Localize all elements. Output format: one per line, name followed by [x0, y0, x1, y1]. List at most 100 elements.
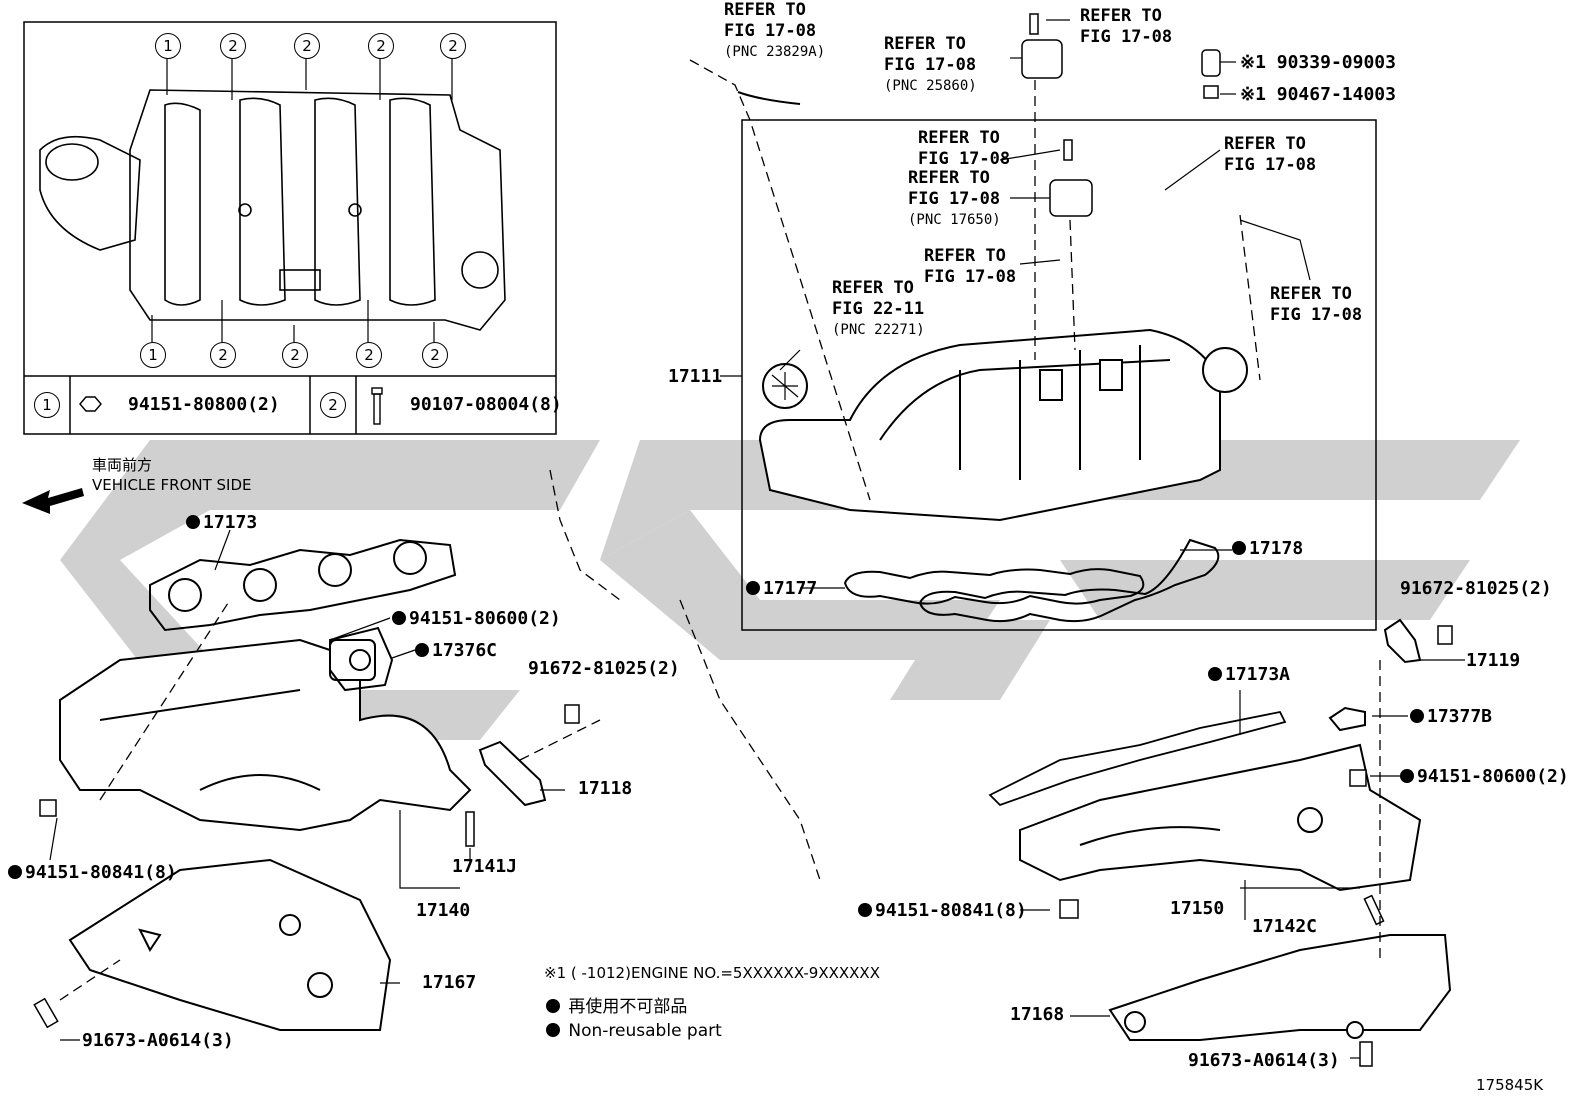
- legend-circle-1: 1: [34, 392, 60, 418]
- inset-intake-manifold: [39, 89, 506, 331]
- stud-17142C: [1363, 894, 1385, 926]
- bracket-17119: [1383, 618, 1422, 664]
- vsv-25860: [1021, 13, 1063, 79]
- refer-line-2: FIG 17-08: [918, 149, 1011, 169]
- part-number: 17177: [763, 578, 818, 599]
- part-17376C[interactable]: 17376C: [415, 640, 497, 662]
- part-91673-A0614-right[interactable]: 91673-A0614(3): [1188, 1050, 1340, 1071]
- refer-pnc: (PNC 22271): [832, 322, 925, 338]
- refer-line-2: FIG 17-08: [908, 189, 1001, 209]
- inset-callout-2-bottom: 2: [422, 342, 448, 368]
- non-reusable-dot-icon: [546, 999, 560, 1013]
- engine-number-note: ※1 ( -1012)ENGINE NO.=5XXXXXX-9XXXXXX: [544, 964, 880, 982]
- refer-to-23829A[interactable]: REFER TO FIG 17-08 (PNC 23829A): [724, 0, 825, 63]
- part-17111[interactable]: 17111: [668, 366, 723, 387]
- legend-part-1[interactable]: 94151-80800(2): [128, 394, 280, 415]
- non-reusable-note-en: Non-reusable part: [546, 1020, 722, 1042]
- part-number: 17173: [203, 512, 258, 533]
- refer-to-vsv-bolt-top[interactable]: REFER TO FIG 17-08: [1080, 6, 1172, 48]
- inset-box: [23, 21, 557, 435]
- part-number: 94151-80841(8): [875, 900, 1027, 921]
- nut-icon: [39, 769, 1367, 919]
- refer-to-hose-far-right[interactable]: REFER TO FIG 17-08: [1270, 284, 1362, 326]
- non-reusable-dot-icon: [546, 1023, 560, 1037]
- part-17173[interactable]: 17173: [186, 512, 257, 534]
- inset-callout-2-top: 2: [220, 33, 246, 59]
- bolt-icon: [33, 625, 1453, 1067]
- exhaust-manifold-17140: [59, 638, 472, 832]
- exhaust-gasket-17173A: [988, 710, 1287, 807]
- part-94151-80600-left[interactable]: 94151-80600(2): [392, 608, 561, 630]
- gasket-17377B: [1328, 706, 1366, 732]
- non-reusable-dot-icon: [8, 865, 22, 879]
- refer-line-1: REFER TO: [832, 278, 914, 298]
- refer-line-2: FIG 22-11: [832, 299, 925, 319]
- gasket-17178: [918, 538, 1220, 623]
- part-17168[interactable]: 17168: [1010, 1004, 1065, 1025]
- part-17150[interactable]: 17150: [1170, 898, 1225, 919]
- non-reusable-dot-icon: [186, 515, 200, 529]
- part-number: 94151-80600(2): [409, 608, 561, 629]
- part-90339-09003[interactable]: ※1 90339-09003: [1240, 52, 1396, 73]
- plug-90339-09003: [1201, 49, 1221, 99]
- refer-line-2: FIG 17-08: [884, 55, 977, 75]
- non-reusable-dot-icon: [1232, 541, 1246, 555]
- inset-callout-2-bottom: 2: [210, 342, 236, 368]
- part-number: 94151-80600(2): [1417, 766, 1569, 787]
- part-17178[interactable]: 17178: [1232, 538, 1303, 560]
- part-17141J[interactable]: 17141J: [452, 856, 518, 877]
- non-reusable-dot-icon: [1208, 667, 1222, 681]
- inset-callout-1-bottom: 1: [140, 342, 166, 368]
- inset-callout-2-bottom: 2: [282, 342, 308, 368]
- part-90467-14003[interactable]: ※1 90467-14003: [1240, 84, 1396, 105]
- refer-to-hose-mid[interactable]: REFER TO FIG 17-08: [924, 246, 1016, 288]
- refer-line-1: REFER TO: [724, 0, 806, 20]
- bolt-icon: [371, 387, 383, 425]
- part-17167[interactable]: 17167: [422, 972, 477, 993]
- refer-line-1: REFER TO: [884, 34, 966, 54]
- refer-to-17650[interactable]: REFER TO FIG 17-08 (PNC 17650): [908, 168, 1001, 231]
- refer-to-25860[interactable]: REFER TO FIG 17-08 (PNC 25860): [884, 34, 977, 97]
- gasket-17376C: [329, 626, 394, 692]
- legend-circle-2: 2: [320, 392, 346, 418]
- inset-callout-leaders: [151, 57, 453, 342]
- refer-to-22271[interactable]: REFER TO FIG 22-11 (PNC 22271): [832, 278, 925, 341]
- inset-callout-2-bottom: 2: [356, 342, 382, 368]
- refer-to-vsv-bolt[interactable]: REFER TO FIG 17-08: [918, 128, 1010, 170]
- non-reusable-dot-icon: [392, 611, 406, 625]
- part-94151-80841-right[interactable]: 94151-80841(8): [858, 900, 1027, 922]
- non-reusable-dot-icon: [1400, 769, 1414, 783]
- direction-label-en: VEHICLE FRONT SIDE: [92, 476, 252, 494]
- intake-group-box: [741, 119, 1377, 631]
- part-94151-80600-right[interactable]: 94151-80600(2): [1400, 766, 1569, 788]
- part-17377B[interactable]: 17377B: [1410, 706, 1492, 728]
- legend-part-2[interactable]: 90107-08004(8): [410, 394, 562, 415]
- part-17119[interactable]: 17119: [1466, 650, 1521, 671]
- direction-label-jp: 車両前方: [92, 456, 153, 474]
- part-17142C[interactable]: 17142C: [1252, 916, 1318, 937]
- part-91672-81025-mid[interactable]: 91672-81025(2): [528, 658, 680, 679]
- bracket-17118: [478, 740, 547, 807]
- gasket-17177: [843, 568, 1145, 605]
- nut-icon: [79, 396, 102, 412]
- inset-callout-2-top: 2: [294, 33, 320, 59]
- exhaust-manifold-17150: [1019, 743, 1422, 892]
- part-17173A[interactable]: 17173A: [1208, 664, 1290, 686]
- refer-to-hose-right[interactable]: REFER TO FIG 17-08: [1224, 134, 1316, 176]
- refer-line-2: FIG 17-08: [1270, 305, 1363, 325]
- part-91673-A0614-left[interactable]: 91673-A0614(3): [82, 1030, 234, 1051]
- part-17118[interactable]: 17118: [578, 778, 633, 799]
- refer-pnc: (PNC 25860): [884, 78, 977, 94]
- part-17177[interactable]: 17177: [746, 578, 817, 600]
- part-number: 94151-80841(8): [25, 862, 177, 883]
- leader-lines: [49, 19, 1465, 1059]
- part-91672-81025-right[interactable]: 91672-81025(2): [1400, 578, 1552, 599]
- part-number: 17376C: [432, 640, 498, 661]
- part-94151-80841-left[interactable]: 94151-80841(8): [8, 862, 177, 884]
- refer-line-2: FIG 17-08: [1080, 27, 1173, 47]
- non-reusable-dot-icon: [1410, 709, 1424, 723]
- part-17140[interactable]: 17140: [416, 900, 471, 921]
- refer-line-1: REFER TO: [924, 246, 1006, 266]
- vsv-17650: [1049, 139, 1093, 217]
